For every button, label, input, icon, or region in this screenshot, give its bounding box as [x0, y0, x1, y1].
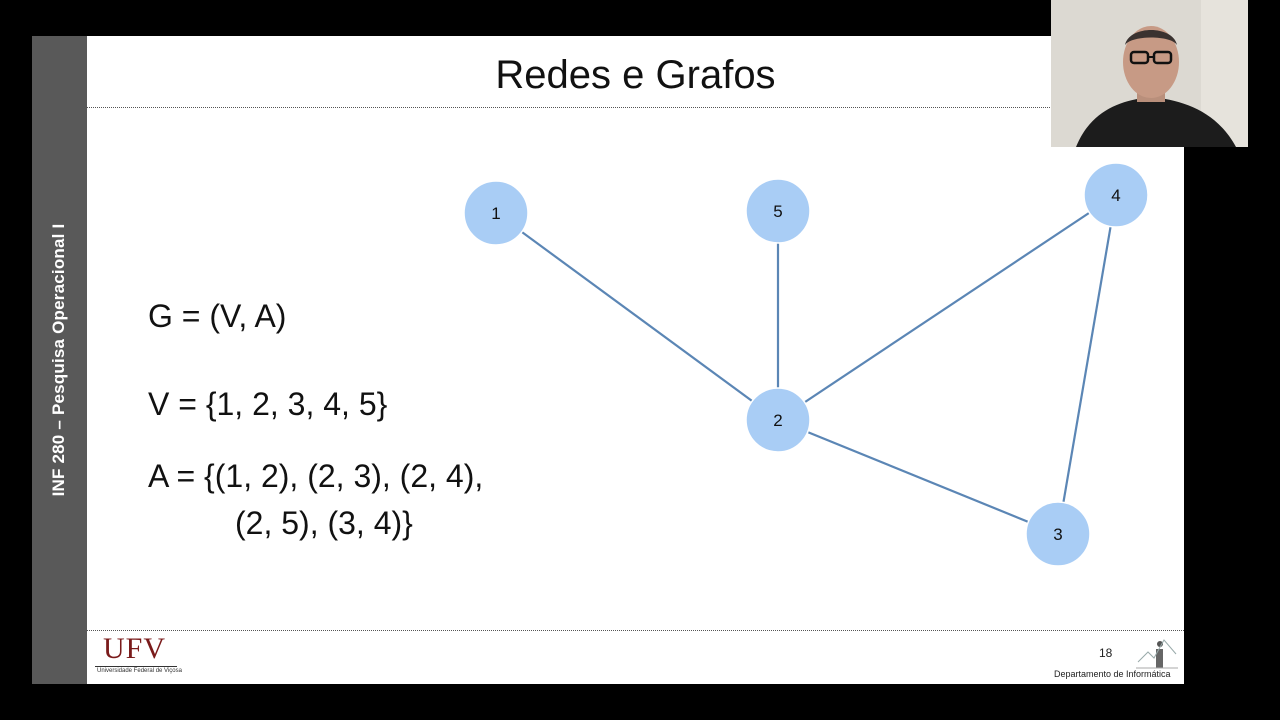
- slide-title: Redes e Grafos: [495, 53, 776, 97]
- node-3: [1025, 501, 1091, 567]
- node-label-2: 2: [773, 411, 782, 430]
- arc-set-line2: (2, 5), (3, 4)}: [235, 505, 413, 541]
- edge-1-2: [495, 212, 779, 421]
- node-4: [1083, 162, 1149, 228]
- title-divider: [87, 107, 1184, 108]
- footer-divider: [87, 630, 1184, 631]
- node-label-5: 5: [773, 202, 782, 221]
- node-label-4: 4: [1111, 186, 1120, 205]
- ufv-logo-letters: UFV: [103, 632, 167, 665]
- edge-3-4: [1056, 194, 1118, 535]
- node-label-3: 3: [1053, 525, 1062, 544]
- slide-number: 18: [1099, 646, 1113, 660]
- presenter-webcam: [1051, 0, 1248, 147]
- arc-set-line1: A = {(1, 2), (2, 3), (2, 4),: [148, 458, 484, 494]
- node-5: [745, 178, 811, 244]
- presenter-video-icon: [1051, 0, 1248, 147]
- department-logo-icon: [1136, 639, 1178, 669]
- node-1: [463, 180, 529, 246]
- department-label: Departamento de Informática: [1054, 669, 1171, 679]
- ufv-logo: UFV Universidade Federal de Viçosa: [95, 632, 182, 676]
- graph-definition: G = (V, A): [148, 298, 287, 334]
- sidebar: INF 280 – Pesquisa Operacional I: [32, 36, 87, 684]
- graph-diagram: 1 2 3 4 5: [463, 162, 1149, 567]
- ufv-logo-subtitle: Universidade Federal de Viçosa: [97, 668, 182, 674]
- edge-2-4: [777, 194, 1117, 421]
- logo-rule: [95, 666, 177, 667]
- edge-2-3: [777, 418, 1059, 536]
- slide: INF 280 – Pesquisa Operacional I Redes e…: [32, 36, 1184, 684]
- node-2: [745, 387, 811, 453]
- node-label-1: 1: [491, 204, 500, 223]
- vertex-set: V = {1, 2, 3, 4, 5}: [148, 386, 388, 422]
